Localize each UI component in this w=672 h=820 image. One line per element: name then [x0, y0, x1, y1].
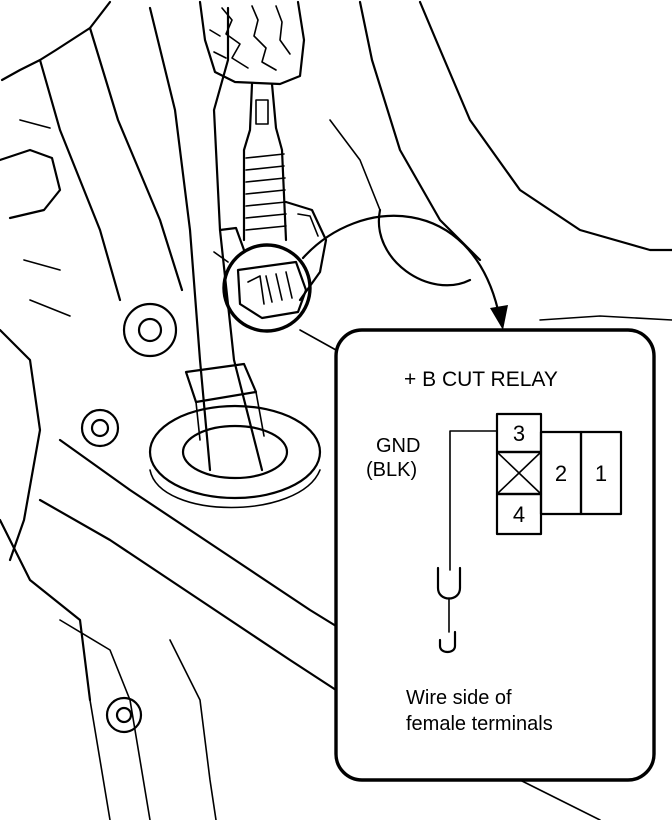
connector-callout: + B CUT RELAY 3 4 2 1 GND (BLK) Wire sid… — [334, 328, 656, 782]
terminal-4-label: 4 — [513, 502, 525, 527]
callout-title: + B CUT RELAY — [404, 368, 558, 391]
ground-wire — [449, 430, 498, 571]
terminal-1-label: 1 — [595, 461, 607, 486]
test-probe-icon — [436, 566, 462, 654]
view-note-line1: Wire side of — [406, 687, 512, 709]
callout-frame — [334, 328, 656, 782]
terminal-3-label: 3 — [513, 421, 525, 446]
terminal-2-label: 2 — [555, 461, 567, 486]
wire-color-label: (BLK) — [366, 459, 417, 481]
terminal-1 — [579, 430, 623, 516]
relay-connector-terminals: 3 4 2 1 — [495, 412, 623, 536]
view-note-line2: female terminals — [406, 713, 553, 735]
cross-icon — [496, 451, 542, 495]
ground-label: GND — [376, 435, 420, 457]
